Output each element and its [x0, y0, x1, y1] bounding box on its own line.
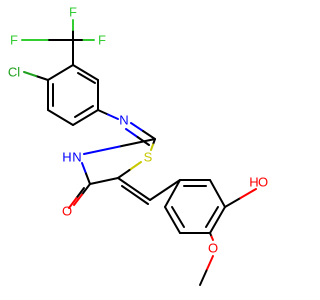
bond-n-c: [85, 172, 91, 185]
bond-c-o-double: [75, 187, 85, 199]
bond-c-o: [73, 193, 83, 206]
bond-ring: [209, 206, 226, 234]
bond-o-ch3: [205, 255, 214, 272]
bond-ring-double: [171, 206, 185, 228]
bond-c-n: [83, 145, 121, 155]
bond-c-c: [89, 177, 119, 185]
bond-c-cl: [23, 71, 37, 77]
atom-o-hydroxyl: O: [258, 175, 268, 190]
molecule-structure: F F F Cl N H N S O H O O: [8, 5, 268, 286]
bond-c-c: [117, 177, 151, 201]
atom-h-amide: H: [62, 150, 71, 165]
bond-s-c: [128, 161, 142, 171]
atom-h-hydroxyl: H: [249, 175, 258, 190]
bond-c-o: [81, 183, 91, 196]
bond-ring: [164, 179, 181, 208]
bond-aryl-n: [97, 109, 109, 116]
atom-f-right: F: [98, 33, 106, 48]
atom-o-carbonyl: O: [62, 204, 72, 219]
bond-c-o: [210, 235, 214, 241]
atom-f-left: F: [10, 33, 18, 48]
atom-o-methoxy: O: [208, 241, 218, 256]
bond-ring: [72, 64, 99, 81]
atom-n-amide: N: [72, 150, 81, 165]
bond-c-c-double: [121, 185, 149, 205]
bond-lines: [21, 19, 257, 286]
bond-n-c: [81, 162, 87, 175]
bond-ring-double: [205, 206, 219, 228]
bond-n-c: [142, 130, 156, 140]
bond-c-oh: [239, 188, 257, 199]
bond-c-o-double: [68, 197, 78, 209]
bond-c-oh: [224, 197, 242, 208]
bond-n-c: [130, 122, 144, 132]
bond-ring: [47, 64, 74, 81]
bond-n-c-double: [125, 128, 139, 138]
bond-c-s: [150, 143, 154, 151]
bond-ring: [209, 179, 226, 208]
bond-o-ch3: [199, 269, 208, 286]
atom-cl: Cl: [8, 65, 20, 80]
bond-ring: [47, 109, 74, 126]
atom-f-top: F: [69, 5, 77, 20]
bond-ring-double: [77, 72, 96, 84]
bond-c-n: [118, 138, 156, 148]
bond-ring-double: [74, 105, 94, 118]
bond-ring: [72, 109, 99, 126]
atom-n-imine: N: [119, 113, 128, 128]
bond-ring: [164, 206, 181, 234]
atom-s: S: [144, 150, 153, 165]
bond-aryl-n: [107, 113, 119, 120]
atom-labels: F F F Cl N H N S O H O O: [8, 5, 268, 256]
bond-s-c: [117, 169, 131, 179]
bond-c-cl: [35, 75, 49, 81]
bond-c-c: [149, 179, 181, 201]
